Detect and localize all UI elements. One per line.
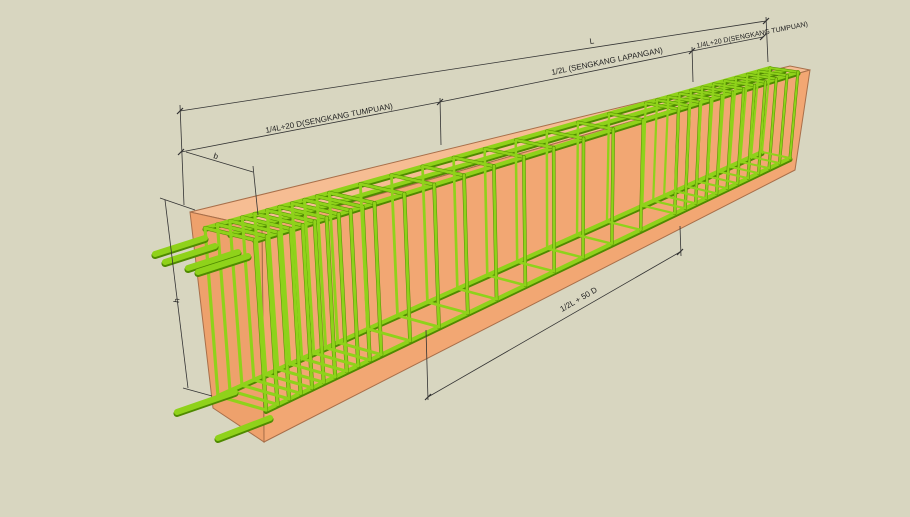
label-field-middle: 1/2L (SENGKANG LAPANGAN): [551, 46, 664, 77]
dim-line-support-left: [181, 102, 440, 152]
dim-line-width: [186, 152, 253, 172]
dim-ext-mid-right: [692, 47, 693, 82]
stirrup-18-front: [612, 129, 614, 244]
dim-line-height: [165, 200, 188, 388]
label-width: b: [212, 151, 219, 161]
stirrup-16-back: [516, 140, 517, 262]
dim-line-field: [440, 51, 692, 102]
label-total-length: L: [589, 36, 595, 46]
label-support-right: 1/4L+20 D(SENGKANG TUMPUAN): [696, 21, 808, 50]
dim-ext-right: [766, 17, 768, 62]
stirrup-18-back: [577, 122, 578, 235]
label-support-left: 1/4L+20 D(SENGKANG TUMPUAN): [265, 102, 394, 135]
stirrup-16-front: [554, 148, 555, 272]
dim-ext-mid-left: [440, 98, 441, 145]
tick: [677, 249, 683, 255]
stirrup-15-front: [524, 157, 526, 285]
dim-ext-left: [180, 105, 184, 205]
label-lap-length: 1/2L + 50 D: [559, 285, 599, 314]
label-height: h: [172, 298, 181, 304]
dim-ext-height-bottom: [183, 388, 212, 396]
